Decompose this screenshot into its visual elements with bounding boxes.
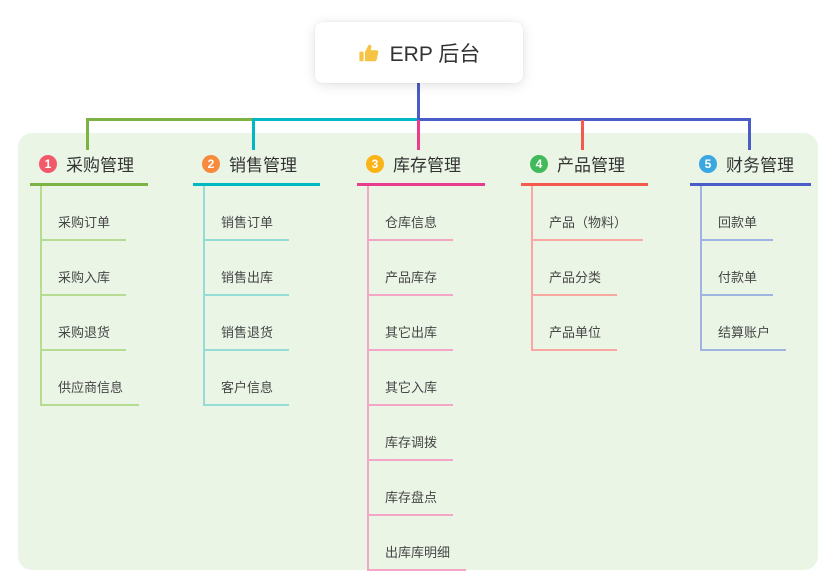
- branch-label: 采购管理: [66, 156, 134, 175]
- child-node[interactable]: 库存调拨: [369, 432, 454, 461]
- child-node[interactable]: 其它入库: [369, 377, 454, 406]
- branch-label: 产品管理: [557, 156, 625, 175]
- branch-children: 产品（物料） 产品分类 产品单位: [531, 186, 648, 351]
- connector-bus-teal: [252, 118, 418, 121]
- child-node[interactable]: 客户信息: [205, 377, 290, 406]
- branch-children: 采购订单 采购入库 采购退货 供应商信息: [40, 186, 148, 406]
- branch-label: 财务管理: [726, 156, 794, 175]
- child-node[interactable]: 销售退货: [205, 322, 290, 351]
- child-row: 销售退货: [205, 296, 320, 351]
- child-row: 产品（物料）: [533, 186, 648, 241]
- child-row: 客户信息: [205, 351, 320, 406]
- child-row: 出库库明细: [369, 516, 485, 571]
- branch-node-1: 1 采购管理 采购订单 采购入库 采购退货 供应商信息: [30, 149, 148, 406]
- child-node[interactable]: 库存盘点: [369, 487, 454, 516]
- child-row: 销售订单: [205, 186, 320, 241]
- connector-drop-branch-2: [252, 118, 255, 150]
- child-node[interactable]: 产品库存: [369, 267, 454, 296]
- thumbs-up-icon: [358, 42, 380, 64]
- branch-header[interactable]: 1 采购管理: [30, 149, 148, 186]
- connector-drop-branch-4: [581, 120, 584, 150]
- branch-header[interactable]: 4 产品管理: [521, 149, 648, 186]
- connector-drop-branch-1: [86, 118, 89, 150]
- branch-header[interactable]: 5 财务管理: [690, 149, 811, 186]
- child-node[interactable]: 回款单: [702, 212, 774, 241]
- child-row: 仓库信息: [369, 186, 485, 241]
- child-row: 结算账户: [702, 296, 811, 351]
- root-node[interactable]: ERP 后台: [315, 22, 523, 83]
- child-row: 采购订单: [42, 186, 148, 241]
- child-row: 回款单: [702, 186, 811, 241]
- branch-number-badge: 1: [39, 154, 57, 173]
- branch-number-badge: 3: [366, 154, 384, 173]
- branch-children: 销售订单 销售出库 销售退货 客户信息: [203, 186, 320, 406]
- branch-number-badge: 2: [202, 154, 220, 173]
- child-row: 其它出库: [369, 296, 485, 351]
- branch-header[interactable]: 3 库存管理: [357, 149, 485, 186]
- child-node[interactable]: 其它出库: [369, 322, 454, 351]
- child-node[interactable]: 结算账户: [702, 322, 787, 351]
- child-node[interactable]: 产品单位: [533, 322, 618, 351]
- connector-bus-blue: [417, 118, 751, 121]
- child-node[interactable]: 销售出库: [205, 267, 290, 296]
- child-row: 销售出库: [205, 241, 320, 296]
- child-node[interactable]: 产品（物料）: [533, 212, 644, 241]
- child-row: 产品库存: [369, 241, 485, 296]
- child-node[interactable]: 采购入库: [42, 267, 127, 296]
- connector-bus-green: [86, 118, 255, 121]
- branch-children: 仓库信息 产品库存 其它出库 其它入库 库存调拨 库存盘点 出库库明细: [367, 186, 485, 571]
- child-node[interactable]: 采购订单: [42, 212, 127, 241]
- connector-drop-branch-5: [748, 118, 751, 150]
- child-node[interactable]: 出库库明细: [369, 542, 467, 571]
- child-node[interactable]: 采购退货: [42, 322, 127, 351]
- branch-children: 回款单 付款单 结算账户: [700, 186, 811, 351]
- child-node[interactable]: 销售订单: [205, 212, 290, 241]
- branch-node-2: 2 销售管理 销售订单 销售出库 销售退货 客户信息: [193, 149, 320, 406]
- child-node[interactable]: 产品分类: [533, 267, 618, 296]
- branch-label: 销售管理: [229, 156, 297, 175]
- connector-drop-branch-3: [417, 120, 420, 150]
- branch-node-3: 3 库存管理 仓库信息 产品库存 其它出库 其它入库 库存调拨 库存盘点 出库库…: [357, 149, 485, 571]
- root-label: ERP 后台: [389, 42, 481, 66]
- child-row: 付款单: [702, 241, 811, 296]
- child-row: 库存盘点: [369, 461, 485, 516]
- child-row: 产品单位: [533, 296, 648, 351]
- child-row: 其它入库: [369, 351, 485, 406]
- child-node[interactable]: 仓库信息: [369, 212, 454, 241]
- branch-number-badge: 5: [699, 154, 717, 173]
- branches-panel: [18, 133, 818, 570]
- branch-node-5: 5 财务管理 回款单 付款单 结算账户: [690, 149, 811, 351]
- root-connector-line: [417, 83, 420, 119]
- child-row: 采购退货: [42, 296, 148, 351]
- child-node[interactable]: 付款单: [702, 267, 774, 296]
- branch-number-badge: 4: [530, 154, 548, 173]
- child-row: 供应商信息: [42, 351, 148, 406]
- branch-node-4: 4 产品管理 产品（物料） 产品分类 产品单位: [521, 149, 648, 351]
- child-row: 采购入库: [42, 241, 148, 296]
- branch-header[interactable]: 2 销售管理: [193, 149, 320, 186]
- child-row: 产品分类: [533, 241, 648, 296]
- branch-label: 库存管理: [393, 156, 461, 175]
- child-row: 库存调拨: [369, 406, 485, 461]
- child-node[interactable]: 供应商信息: [42, 377, 140, 406]
